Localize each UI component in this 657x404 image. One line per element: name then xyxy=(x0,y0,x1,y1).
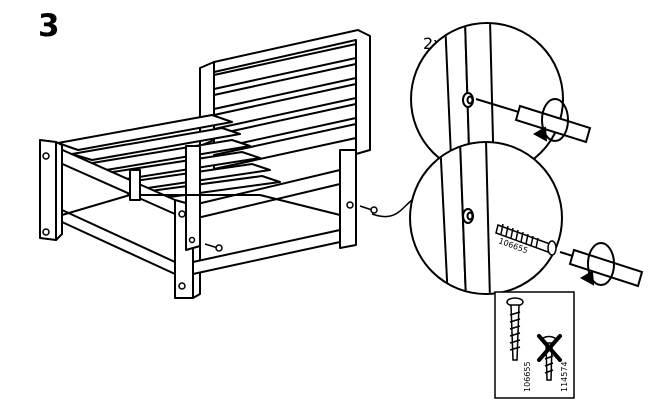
step-number: 3 xyxy=(38,8,60,44)
chair-frame-icon xyxy=(39,29,371,299)
wrong-part-number: 114574 xyxy=(560,361,569,392)
rotate-clockwise-icon xyxy=(579,242,615,286)
screw-icon xyxy=(506,297,524,361)
screwdriver-icon xyxy=(559,248,644,288)
cross-mark-icon xyxy=(537,334,562,362)
screw-icon xyxy=(495,223,557,256)
screwdriver-icon xyxy=(475,98,592,144)
detail-circle-top xyxy=(410,22,592,176)
detail-circle-bottom: 106655 xyxy=(409,141,644,295)
parts-box: 106655 114574 xyxy=(494,291,575,399)
rotate-clockwise-icon xyxy=(532,98,569,142)
correct-part-number: 106655 xyxy=(523,361,532,392)
